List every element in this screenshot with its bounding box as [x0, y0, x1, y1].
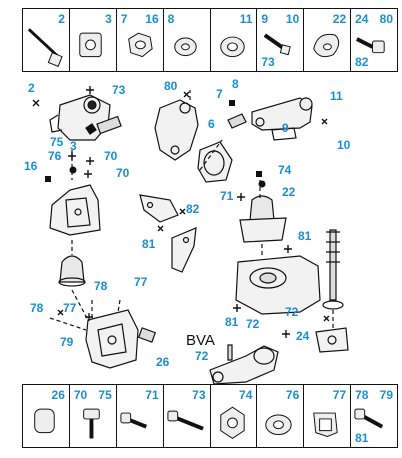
callout-label: 6	[208, 117, 215, 131]
callout-label: 16	[24, 159, 38, 173]
bva-label: BVA	[186, 332, 215, 349]
callout-label: 77	[134, 275, 148, 289]
part-ref: 8	[167, 12, 175, 26]
callout-label: 77	[63, 301, 77, 315]
part-cell-flange-bolt: 24 80 82	[351, 9, 397, 71]
callout-markers	[32, 86, 330, 338]
part-cell-washer: 8	[164, 9, 211, 71]
part-cell-long-bolt: 73	[164, 385, 211, 447]
callout-label: 2	[28, 81, 35, 95]
callout-label: 76	[48, 149, 62, 163]
callout-label: 70	[104, 149, 118, 163]
left-mount-assembly	[49, 94, 157, 369]
part-ref: 73	[192, 388, 206, 402]
callout-label: 72	[246, 317, 260, 331]
part-ref: 79	[379, 388, 393, 402]
callout-label: 80	[164, 79, 178, 93]
callout-label: 26	[156, 355, 170, 369]
part-cell-long-bolt: 2	[23, 9, 70, 71]
callout-label: 82	[186, 202, 200, 216]
part-cell-flange-nut: 74	[211, 385, 258, 447]
callout-label: 11	[330, 89, 343, 103]
callout-label: 74	[278, 163, 292, 177]
callout-label: 78	[94, 279, 108, 293]
callout-label: 81	[142, 237, 156, 251]
callout-label: 8	[232, 77, 239, 91]
part-cell-cam-washer: 22	[304, 9, 352, 71]
part-ref: 16	[145, 12, 159, 26]
callout-label: 7	[216, 87, 223, 101]
callout-label: 24	[296, 329, 310, 343]
part-ref: 9	[261, 12, 269, 26]
callout-label: 72	[195, 349, 209, 363]
locator-dots	[45, 100, 266, 188]
part-ref: 7	[120, 12, 128, 26]
right-lower-mount	[235, 180, 349, 353]
callout-label: 79	[60, 335, 74, 349]
part-ref: 71	[145, 388, 159, 402]
part-ref: 75	[98, 388, 112, 402]
part-cell-flange-screw: 78 79 81	[351, 385, 397, 447]
part-ref: 81	[355, 431, 369, 445]
part-ref: 24	[355, 12, 369, 26]
callout-label: 70	[116, 166, 130, 180]
top-parts-strip: 2 3 7 16 8 11 9 10 73 22 24 80 82	[22, 8, 398, 72]
bottom-parts-strip: 26 70 75 71 73 74 76 77 78 79 81	[22, 384, 398, 448]
part-ref: 26	[51, 388, 65, 402]
part-ref: 11	[239, 12, 253, 26]
part-ref: 76	[285, 388, 300, 402]
callout-label: 71	[220, 189, 234, 203]
callout-label: 9	[282, 121, 289, 135]
part-ref: 82	[355, 55, 369, 69]
part-ref: 73	[261, 55, 275, 69]
part-cell-clip: 77	[304, 385, 352, 447]
part-cell-hex-nut: 7 16	[117, 9, 164, 71]
part-cell-bracket: 3	[70, 9, 117, 71]
part-ref: 10	[285, 12, 300, 26]
center-upper-mount	[154, 90, 313, 183]
part-ref: 74	[239, 388, 253, 402]
part-cell-flat-washer: 11	[211, 9, 258, 71]
callout-label: 75	[50, 135, 64, 149]
part-cell-washer: 76	[257, 385, 305, 447]
callout-label: 73	[112, 83, 126, 97]
part-ref: 78	[355, 388, 369, 402]
callout-label: 22	[282, 185, 296, 199]
callout-label: 10	[337, 138, 351, 152]
callout-label: 3	[70, 139, 77, 153]
part-cell-bolt: 9 10 73	[257, 9, 305, 71]
part-ref: 77	[332, 388, 347, 402]
part-ref: 2	[58, 12, 65, 26]
part-ref: 22	[332, 12, 347, 26]
part-cell-flange-screw: 70 75	[70, 385, 117, 447]
callout-label: 81	[298, 229, 312, 243]
part-ref: 70	[73, 388, 88, 402]
part-ref: 3	[105, 12, 112, 26]
part-cell-short-bolt: 71	[117, 385, 164, 447]
callout-label: 81	[225, 315, 239, 329]
part-ref: 80	[379, 12, 393, 26]
small-link-bracket	[139, 194, 197, 273]
part-cell-rubber-bush: 26	[23, 385, 70, 447]
callout-label: 78	[30, 301, 44, 315]
callout-label: 72	[285, 305, 299, 319]
bva-gearbox-mount	[209, 344, 279, 385]
